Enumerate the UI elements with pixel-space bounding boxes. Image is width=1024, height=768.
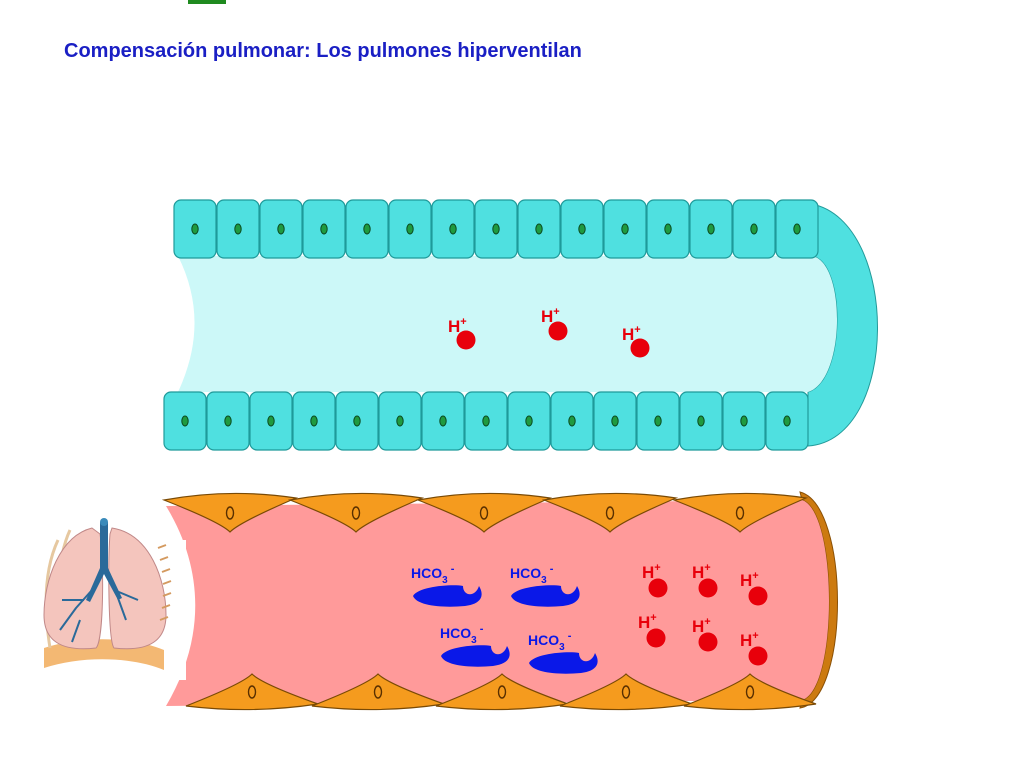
vessel-h-ion-label-plus-6: +	[752, 630, 758, 642]
tubule-bottom-cell-nucleus-10	[568, 415, 576, 427]
tubule-top-cell-row	[173, 199, 819, 259]
tubule-h-ion-dot-3	[630, 338, 650, 358]
vessel-h-ion-label-plus-1: +	[654, 562, 660, 574]
endothelial-bottom-cell-4	[559, 673, 693, 711]
tubule-h-ion-label-plus-1: +	[460, 316, 466, 328]
tubule-top-cell-nucleus-14	[750, 223, 758, 235]
tubule-bottom-cell-nucleus-13	[697, 415, 705, 427]
top-edge-marker	[188, 0, 226, 4]
vessel-bottom-endothelial-row	[185, 673, 817, 711]
vessel-h-ion-label-plus-3: +	[752, 570, 758, 582]
lungs-illustration	[43, 518, 172, 670]
endothelial-top-cell-nucleus-2	[351, 506, 361, 520]
vessel-h-ion-label-plus-2: +	[704, 562, 710, 574]
left-lung	[43, 527, 104, 650]
endothelial-top-cell-nucleus-1	[225, 506, 235, 520]
trachea-top-ring	[100, 518, 108, 526]
tubule-bottom-cell-nucleus-5	[353, 415, 361, 427]
hco3-label-minus-1: -	[451, 563, 455, 575]
tubule-bottom-cell-nucleus-8	[482, 415, 490, 427]
tubule-h-ion-label-plus-3: +	[634, 324, 640, 336]
tubule-bottom-cell-nucleus-11	[611, 415, 619, 427]
hco3-carrier-1	[413, 585, 482, 607]
endothelial-bottom-cell-nucleus-2	[373, 685, 383, 699]
tubule-top-cell-nucleus-2	[234, 223, 242, 235]
tubule-top-cell-nucleus-10	[578, 223, 586, 235]
tubule-top-cell-nucleus-3	[277, 223, 285, 235]
endothelial-bottom-cell-nucleus-5	[745, 685, 755, 699]
tubule-top-cell-nucleus-13	[707, 223, 715, 235]
vessel-h-ion-dot-3	[748, 586, 768, 606]
tubule-top-cell-nucleus-12	[664, 223, 672, 235]
vessel-top-endothelial-row	[161, 492, 809, 533]
slide-title: Compensación pulmonar: Los pulmones hipe…	[64, 40, 582, 62]
vessel-h-ion-label-plus-5: +	[704, 616, 710, 628]
endothelial-bottom-cell-nucleus-3	[497, 685, 507, 699]
endothelial-top-cell-nucleus-3	[479, 506, 489, 520]
bronchial-tree	[59, 589, 139, 643]
trachea	[86, 522, 122, 602]
tubule-bottom-cell-nucleus-12	[654, 415, 662, 427]
endothelial-top-cell-3	[415, 492, 553, 533]
hco3-label-minus-2: -	[550, 563, 554, 575]
endothelial-top-cell-2	[287, 492, 425, 533]
endothelial-bottom-cell-3	[435, 673, 569, 711]
endothelial-top-cell-4	[541, 492, 679, 533]
hco3-label-sub-3: 3	[471, 635, 477, 646]
tubule-bottom-cell-nucleus-14	[740, 415, 748, 427]
tubule-bottom-cell-nucleus-2	[224, 415, 232, 427]
tubule-bottom-cell-nucleus-3	[267, 415, 275, 427]
endothelial-top-cell-nucleus-4	[605, 506, 615, 520]
endothelial-bottom-cell-5	[683, 673, 817, 711]
vessel-h-ion-dot-4	[646, 628, 666, 648]
tubule-top-cell-nucleus-7	[449, 223, 457, 235]
endothelial-top-cell-nucleus-5	[735, 506, 745, 520]
tubule-top-cell-nucleus-8	[492, 223, 500, 235]
tubule-h-ion-dot-2	[548, 321, 568, 341]
tubule-lumen	[178, 256, 838, 392]
tubule-bottom-cell-nucleus-9	[525, 415, 533, 427]
tubule-top-cell-nucleus-4	[320, 223, 328, 235]
tubule-h-ion-dot-1	[456, 330, 476, 350]
hco3-carrier-2	[511, 585, 580, 607]
vessel-h-ion-dot-2	[698, 578, 718, 598]
tubule-top-cell-nucleus-15	[793, 223, 801, 235]
tubule-top-cell-nucleus-1	[191, 223, 199, 235]
hco3-label-sub-2: 3	[541, 575, 547, 586]
endothelial-top-cell-5	[671, 492, 809, 533]
vessel-h-ion-dot-6	[748, 646, 768, 666]
endothelial-bottom-cell-nucleus-4	[621, 685, 631, 699]
tubule-top-cell-nucleus-5	[363, 223, 371, 235]
endothelial-bottom-cell-1	[185, 673, 319, 711]
vessel-h-ion-label-plus-4: +	[650, 612, 656, 624]
vessel-blood	[166, 500, 829, 706]
tubule-bottom-cell-nucleus-1	[181, 415, 189, 427]
tubule-bottom-cell-nucleus-6	[396, 415, 404, 427]
tubule-bottom-cell-nucleus-15	[783, 415, 791, 427]
endothelial-bottom-cell-nucleus-1	[247, 685, 257, 699]
tubule-top-cell-nucleus-6	[406, 223, 414, 235]
tubule-top-cell-nucleus-9	[535, 223, 543, 235]
endothelial-bottom-cell-2	[311, 673, 445, 711]
tubule-bottom-cell-nucleus-4	[310, 415, 318, 427]
hco3-label-minus-3: -	[480, 623, 484, 635]
tubule-h-ion-label-plus-2: +	[553, 306, 559, 318]
tubule-bottom-cell-row	[163, 391, 809, 451]
hco3-label-minus-4: -	[568, 630, 572, 642]
tubule-top-cell-nucleus-11	[621, 223, 629, 235]
renal-tubule: H+H+H+	[163, 199, 878, 451]
hco3-carrier-4	[529, 652, 598, 674]
blood-vessel: H+H+H+H+H+H+HCO3-HCO3-HCO3-HCO3-	[161, 491, 838, 711]
hco3-label-sub-1: 3	[442, 575, 448, 586]
rib-marks-right	[157, 544, 172, 621]
hco3-carrier-3	[441, 645, 510, 667]
right-lung	[108, 527, 167, 650]
vessel-h-ion-dot-5	[698, 632, 718, 652]
hco3-label-sub-4: 3	[559, 642, 565, 653]
endothelial-top-cell-1	[161, 492, 299, 533]
tubule-bottom-cell-nucleus-7	[439, 415, 447, 427]
vessel-left-mask	[176, 540, 186, 680]
vessel-h-ion-dot-1	[648, 578, 668, 598]
